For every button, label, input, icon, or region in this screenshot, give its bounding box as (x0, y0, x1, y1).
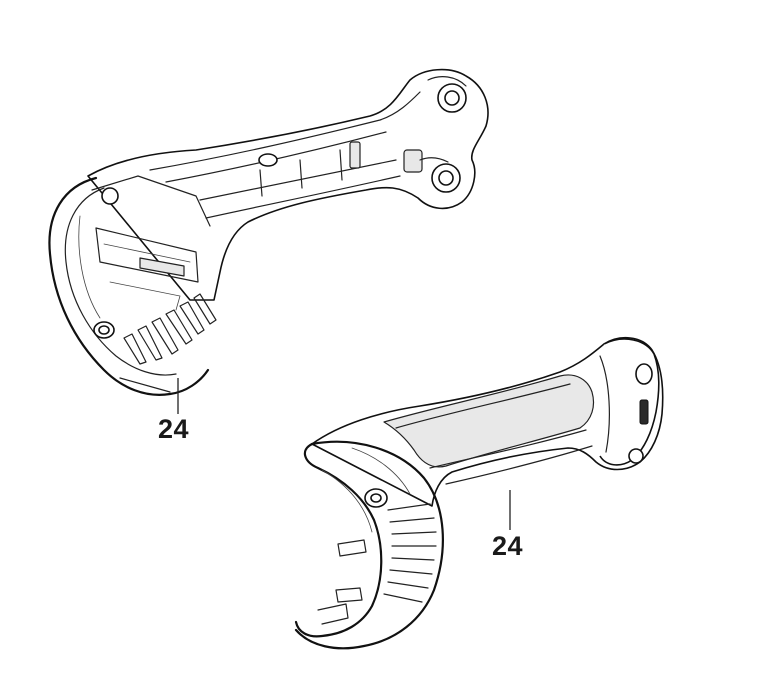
part-number-callout: 24 (158, 414, 190, 444)
handle-housing-outer (294, 337, 664, 650)
part-number-callout: 24 (492, 531, 524, 561)
cooling-fins (119, 293, 217, 393)
handle-housing-inner (48, 68, 489, 396)
vent-slots (383, 503, 437, 603)
